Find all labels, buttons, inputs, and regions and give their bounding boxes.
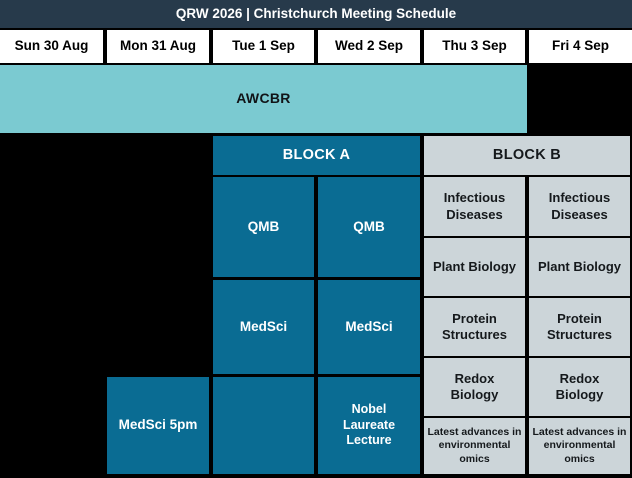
session-environmental-omics-thu: Latest advances in environmental omics (424, 418, 525, 474)
page-title: QRW 2026 | Christchurch Meeting Schedule (0, 0, 632, 28)
session-redox-biology-thu: Redox Biology (424, 358, 525, 416)
block-a-header: BLOCK A (213, 136, 420, 175)
session-redox-biology-fri: Redox Biology (529, 358, 630, 416)
session-qmb-wed: QMB (318, 177, 420, 277)
session-plant-biology-fri: Plant Biology (529, 238, 630, 296)
day-header-wed: Wed 2 Sep (318, 30, 420, 63)
session-qmb-tue: QMB (213, 177, 314, 277)
session-protein-structures-thu: Protein Structures (424, 298, 525, 356)
day-header-tue: Tue 1 Sep (213, 30, 314, 63)
session-infectious-diseases-thu: Infectious Diseases (424, 177, 525, 236)
day-header-mon: Mon 31 Aug (107, 30, 209, 63)
block-b-header: BLOCK B (424, 136, 630, 175)
session-infectious-diseases-fri: Infectious Diseases (529, 177, 630, 236)
day-header-sun: Sun 30 Aug (0, 30, 103, 63)
day-header-fri: Fri 4 Sep (529, 30, 632, 63)
session-plant-biology-thu: Plant Biology (424, 238, 525, 296)
session-environmental-omics-fri: Latest advances in environmental omics (529, 418, 630, 474)
session-protein-structures-fri: Protein Structures (529, 298, 630, 356)
day-header-thu: Thu 3 Sep (424, 30, 525, 63)
session-medsci-tue: MedSci (213, 280, 314, 374)
session-nobel-laureate-lecture-wed: Nobel Laureate Lecture (318, 377, 420, 474)
session-empty-tue (213, 377, 314, 474)
session-awcbr: AWCBR (0, 65, 527, 133)
session-medsci-5pm-mon: MedSci 5pm (107, 377, 209, 474)
session-medsci-wed: MedSci (318, 280, 420, 374)
